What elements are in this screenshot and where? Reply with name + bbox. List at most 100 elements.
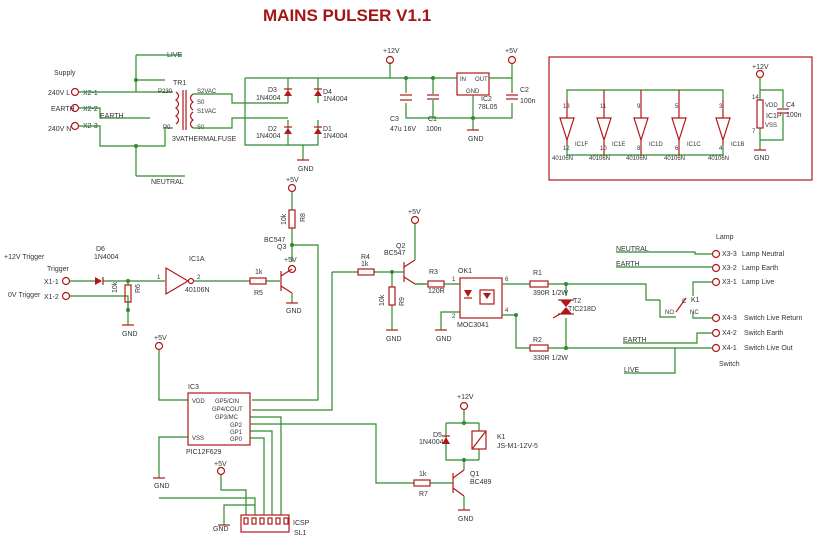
r5-value: 1k <box>255 269 263 276</box>
schematic-title: MAINS PULSER V1.1 <box>263 6 431 25</box>
tr1-part: 3VATHERMALFUSE <box>172 136 237 143</box>
neutral-net-label: NEUTRAL <box>151 179 184 186</box>
gate-ic1c-pin-in: 5 <box>675 104 679 110</box>
transistor-q2 <box>403 259 416 285</box>
diode-d1 <box>314 128 322 134</box>
k1-c-label: C <box>682 299 687 305</box>
relay-k1-contact <box>675 297 687 313</box>
resistor-r2 <box>529 344 549 352</box>
t2-ref: T2 <box>573 298 581 305</box>
supply-5v-symbol-ic3 <box>154 341 164 351</box>
ic3-5v-label: +5V <box>154 335 167 342</box>
gate-ic1b-pin-out: 4 <box>719 146 723 152</box>
k1-contact-ref: K1 <box>691 297 700 304</box>
r9-value: 10k <box>379 294 386 306</box>
terminal-x3-1[interactable] <box>711 277 721 287</box>
diode-d5 <box>442 437 450 444</box>
gate-ic1f: 13 12 IC1F 40106N <box>552 100 588 162</box>
earth-net-label: EARTH <box>100 113 124 120</box>
terminal-x1-1[interactable] <box>61 276 71 286</box>
x3-2-label: X3-2 <box>722 265 737 272</box>
r8-5v-label: +5V <box>286 177 299 184</box>
wire-trigger-input <box>70 280 165 325</box>
x2-1-label: X2-1 <box>83 90 98 97</box>
x4-1-label: X4-1 <box>722 345 737 352</box>
sl1-label: SL1 <box>294 530 307 537</box>
t2-value: TIC218D <box>568 306 596 313</box>
resistor-r8 <box>288 209 296 229</box>
gnd-label-ok1: GND <box>436 336 452 343</box>
terminal-x4-1[interactable] <box>711 343 721 353</box>
gnd-label-trigger: GND <box>122 331 138 338</box>
relay-driver-section: +12V D5 1N4004 K1 JS-M1-12V-5 1k R7 Q1 B… <box>413 394 538 523</box>
gate-ic1b-name: IC1B <box>731 142 744 148</box>
q3-ref: Q3 <box>277 244 286 251</box>
gnd-label-ic3: GND <box>154 483 170 490</box>
resistor-r5 <box>249 277 267 285</box>
c1-value: 100n <box>426 126 442 133</box>
wire-gp4-to-r4 <box>252 272 333 411</box>
gate-ic1f-part: 40106N <box>552 156 573 162</box>
wire-neutral-in <box>79 125 173 176</box>
terminal-x4-2[interactable] <box>711 328 721 338</box>
wire-ic1p <box>759 78 784 150</box>
c4-ref: C4 <box>786 102 795 109</box>
r1-ref: R1 <box>533 270 542 277</box>
ok1-led <box>464 290 472 297</box>
d4-value: 1N4004 <box>323 96 348 103</box>
d6-value: 1N4004 <box>94 254 119 261</box>
q3-value: BC547 <box>264 237 286 244</box>
k1-nc-label: NC <box>690 310 699 316</box>
tr1-s1vac: S1VAC <box>197 109 217 115</box>
switch-earth-label: Switch Earth <box>744 330 783 337</box>
x1-1-label: X1-1 <box>44 279 59 286</box>
gnd-label-r9: GND <box>386 336 402 343</box>
gnd-label-q1: GND <box>458 516 474 523</box>
ok1-pin2: 2 <box>452 314 456 320</box>
r2-ref: R2 <box>533 337 542 344</box>
gate-ic1e: 11 10 IC1E 40106N <box>589 90 625 162</box>
label-240v-l: 240V L <box>48 90 70 97</box>
gate-ic1e-name: IC1E <box>612 142 625 148</box>
earth-switch-net-label: EARTH <box>623 337 647 344</box>
gate-ic1b-pin-in: 3 <box>719 104 723 110</box>
r9-ref: R9 <box>399 297 406 306</box>
d2-ref: D2 <box>268 126 277 133</box>
terminal-x3-2[interactable] <box>711 263 721 273</box>
supply-label: Supply <box>54 70 76 77</box>
r8-ref: R8 <box>300 213 307 222</box>
ic2-gnd-label: GND <box>466 89 480 95</box>
terminal-x2-3[interactable] <box>70 121 80 131</box>
ic2-ref: IC2 <box>481 96 492 103</box>
ic3-vdd-label: VDD <box>192 399 205 405</box>
supply-12v-symbol <box>385 55 395 65</box>
ic1p-vss: VSS <box>765 123 777 129</box>
q2-5v-label: +5V <box>408 209 421 216</box>
ic1a-pin2: 2 <box>197 275 201 281</box>
ic3-gp5-label: GP5/CIN <box>215 399 239 405</box>
q1-value: BC489 <box>470 479 492 486</box>
relay-k1-coil <box>471 430 487 450</box>
terminal-x1-2[interactable] <box>61 291 71 301</box>
gnd-label-bridge: GND <box>298 166 314 173</box>
d3-value: 1N4004 <box>256 95 281 102</box>
ok1-pin1: 1 <box>452 277 456 283</box>
gate-ic1b: 3 4 IC1B 40106N <box>708 100 744 162</box>
terminal-x3-3[interactable] <box>711 249 721 259</box>
ic2-value: 78L05 <box>478 104 498 111</box>
bridge-rectifier: D3 1N4004 D4 1N4004 D2 1N4004 D1 1N4004 … <box>244 77 348 173</box>
switch-live-out-label: Switch Live Out <box>744 345 793 352</box>
ic1p-vdd: VDD <box>765 103 778 109</box>
earth-out-label: EARTH <box>616 261 640 268</box>
terminal-x4-3[interactable] <box>711 313 721 323</box>
resistor-r9 <box>388 286 396 306</box>
supply-5v-symbol-r8 <box>287 183 297 193</box>
diode-d6 <box>95 277 102 285</box>
supply-12v-symbol-gates <box>755 69 765 79</box>
tr1-p0: P0 <box>163 125 171 131</box>
terminal-x2-2[interactable] <box>70 103 80 113</box>
r8-value: 10k <box>281 213 288 225</box>
terminal-x2-1[interactable] <box>70 87 80 97</box>
wire-k1-contacts <box>659 300 712 319</box>
